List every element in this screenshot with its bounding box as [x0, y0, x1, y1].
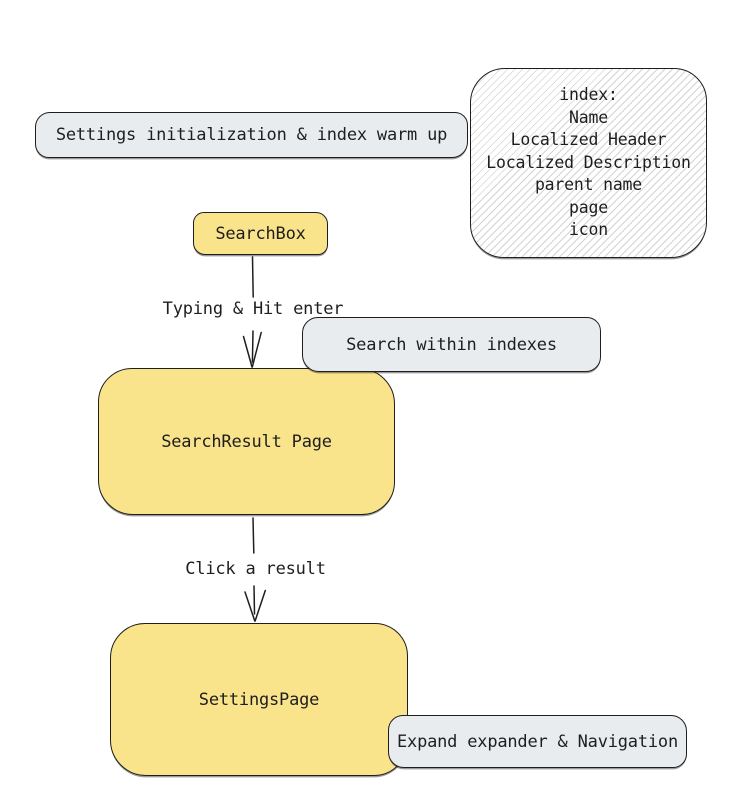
node-index-fields-note[interactable]: index: Name Localized Header Localized D…	[470, 68, 707, 258]
node-search-within-indexes[interactable]: Search within indexes	[302, 317, 601, 372]
node-settings-initialization-label: Settings initialization & index warm up	[55, 125, 448, 145]
index-note-line: icon	[569, 220, 608, 240]
arrow-click-shaft-top	[252, 517, 255, 554]
arrow-click-shaft-bottom	[253, 585, 256, 615]
edge-label-click-a-result: Click a result	[185, 559, 326, 579]
index-note-line: Localized Description	[486, 152, 691, 172]
index-note-line: Name	[569, 107, 608, 127]
arrowhead-right-stroke	[254, 589, 267, 622]
node-expand-expander-navigation[interactable]: Expand expander & Navigation	[388, 715, 687, 768]
arrowhead-left-stroke	[242, 335, 253, 368]
node-settings-page-label: SettingsPage	[198, 689, 320, 710]
node-settings-initialization[interactable]: Settings initialization & index warm up	[35, 112, 468, 158]
arrowhead-right-stroke	[251, 331, 262, 368]
index-note-line: Localized Header	[510, 130, 667, 150]
node-searchresult-page[interactable]: SearchResult Page	[98, 368, 395, 515]
index-note-line: page	[569, 197, 608, 217]
node-searchbox-label: SearchBox	[215, 223, 306, 244]
node-searchbox[interactable]: SearchBox	[193, 212, 328, 255]
node-expand-expander-navigation-label: Expand expander & Navigation	[397, 731, 678, 752]
index-note-line: index:	[559, 85, 618, 105]
arrow-typing-shaft-bottom	[251, 330, 254, 363]
node-searchresult-page-label: SearchResult Page	[161, 431, 332, 452]
arrow-typing-shaft-top	[251, 256, 254, 298]
node-search-within-indexes-label: Search within indexes	[346, 334, 557, 355]
arrowhead-left-stroke	[244, 591, 256, 622]
index-note-line: parent name	[534, 175, 643, 195]
node-settings-page[interactable]: SettingsPage	[110, 623, 408, 776]
edge-label-typing-hit-enter: Typing & Hit enter	[162, 299, 344, 319]
